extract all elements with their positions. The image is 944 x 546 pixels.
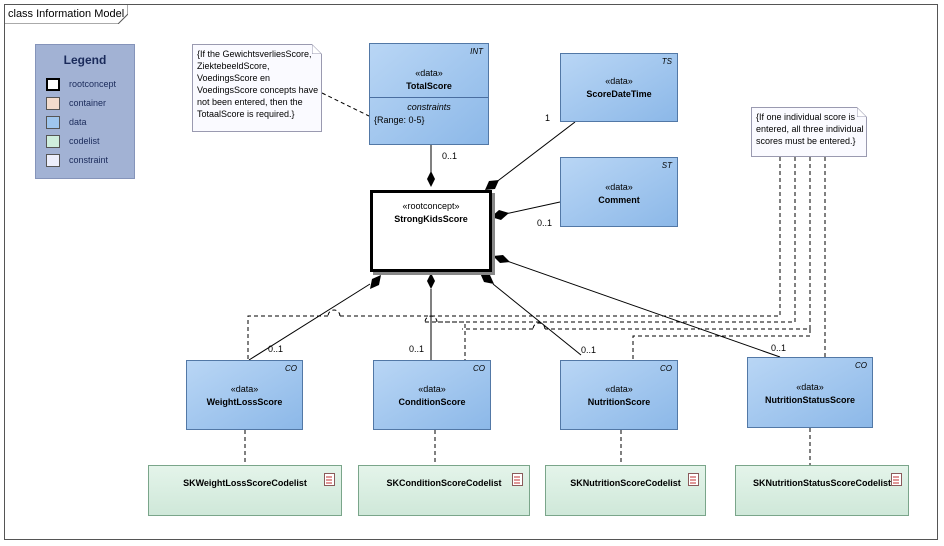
note-line: VoedingsScore en — [197, 73, 271, 83]
legend-label: data — [69, 117, 87, 127]
diamond-condition — [427, 273, 435, 289]
edge-weight — [248, 283, 371, 361]
codelist-condition[interactable]: SKConditionScoreCodelist — [358, 465, 530, 516]
note-line: {If one individual score is — [756, 112, 856, 122]
edge-nutrition — [492, 283, 582, 356]
constraint-note-totalscore[interactable]: {If the GewichtsverliesScore, Ziektebeel… — [192, 44, 322, 132]
codelist-document-icon — [891, 473, 902, 486]
class-weightlossscore[interactable]: CO «data» WeightLossScore — [186, 360, 303, 430]
legend-label: rootconcept — [69, 79, 117, 89]
note-line: scores must be entered.} — [756, 136, 856, 146]
legend-title: Legend — [63, 53, 107, 67]
note-fold-icon — [312, 44, 322, 54]
type-tag: CO — [660, 364, 672, 373]
stereotype-label: «data» — [796, 382, 824, 392]
legend: Legend rootconcept container data codeli… — [35, 44, 135, 179]
note-line: not been entered, then the — [197, 97, 303, 107]
stereotype-label: «data» — [418, 384, 446, 394]
type-tag: CO — [855, 361, 867, 370]
type-tag: ST — [661, 161, 672, 170]
class-conditionscore[interactable]: CO «data» ConditionScore — [373, 360, 491, 430]
legend-swatch-rootconcept — [46, 78, 60, 91]
frame-title-tab — [4, 4, 128, 24]
note-line: ZiektebeeldScore, — [197, 61, 270, 71]
stereotype-label: «data» — [605, 76, 633, 86]
legend-label: codelist — [69, 136, 100, 146]
diamond-nutrition — [480, 273, 494, 284]
edge-datetime — [494, 121, 576, 184]
class-name: ScoreDateTime — [586, 89, 652, 99]
codelist-document-icon — [324, 473, 335, 486]
legend-label: constraint — [69, 155, 109, 165]
stereotype-label: «data» — [605, 384, 633, 394]
diagram-frame — [4, 4, 938, 540]
class-name: TotalScore — [406, 81, 452, 91]
legend-swatch-constraint — [46, 154, 60, 167]
class-name: NutritionScore — [587, 397, 651, 407]
legend-swatch-data — [46, 116, 60, 129]
diamond-status — [493, 255, 510, 263]
note-line: VoedingsScore concepts have — [197, 85, 319, 95]
compartment-divider — [370, 97, 488, 98]
class-nutritionstatusscore[interactable]: CO «data» NutritionStatusScore — [747, 357, 873, 428]
class-name: Comment — [598, 195, 640, 205]
frame-title: class Information Model — [8, 8, 125, 20]
codelist-document-icon — [512, 473, 523, 486]
diamond-weight — [370, 275, 381, 289]
constraints-heading: constraints — [407, 102, 451, 112]
note-line: TotaalScore is required.} — [197, 109, 295, 119]
legend-label: container — [69, 98, 107, 108]
class-name: NutritionStatusScore — [764, 395, 855, 405]
multiplicity-condition: 0..1 — [409, 344, 425, 354]
class-name: ConditionScore — [398, 397, 466, 407]
codelist-name: SKWeightLossScoreCodelist — [183, 478, 307, 488]
codelist-nutrition[interactable]: SKNutritionScoreCodelist — [545, 465, 706, 516]
edge-comment — [504, 201, 561, 215]
constraint-note-individual-scores[interactable]: {If one individual score is entered, all… — [751, 107, 867, 157]
frame-tab-shape — [4, 4, 128, 24]
note-line: {If the GewichtsverliesScore, — [197, 49, 312, 59]
constraint-range: {Range: 0-5} — [374, 115, 425, 125]
codelist-name: SKNutritionStatusScoreCodelist — [752, 478, 891, 488]
multiplicity-total: 0..1 — [442, 151, 458, 161]
type-tag: INT — [470, 47, 483, 56]
class-name: WeightLossScore — [206, 397, 283, 407]
stereotype-label: «rootconcept» — [402, 201, 460, 211]
note-right-links — [247, 157, 826, 360]
codelist-weightloss[interactable]: SKWeightLossScoreCodelist — [148, 465, 342, 516]
note-fold-icon — [857, 107, 867, 117]
note-line: entered, all three individual — [756, 124, 864, 134]
edge-status — [506, 260, 781, 358]
type-tag: TS — [661, 57, 672, 66]
diamond-comment — [491, 210, 509, 220]
codelist-document-icon — [688, 473, 699, 486]
codelist-name: SKConditionScoreCodelist — [386, 478, 502, 488]
type-tag: CO — [285, 364, 297, 373]
class-totalscore[interactable]: INT «data» TotalScore constraints {Range… — [369, 43, 489, 145]
class-comment[interactable]: ST «data» Comment — [560, 157, 678, 227]
codelist-nutritionstatus[interactable]: SKNutritionStatusScoreCodelist — [735, 465, 909, 516]
stereotype-label: «data» — [415, 68, 443, 78]
multiplicity-nutrition: 0..1 — [581, 345, 597, 355]
diamond-datetime — [485, 180, 499, 190]
codelist-name: SKNutritionScoreCodelist — [570, 478, 681, 488]
class-scoredatetime[interactable]: TS «data» ScoreDateTime — [560, 53, 678, 122]
diamond-total — [427, 171, 435, 187]
type-tag: CO — [473, 364, 485, 373]
note-left-link — [321, 92, 370, 117]
multiplicity-weight: 0..1 — [268, 344, 284, 354]
stereotype-label: «data» — [230, 384, 259, 394]
class-strongkidsscore[interactable]: «rootconcept» StrongKidsScore — [370, 190, 492, 272]
legend-swatch-container — [46, 97, 60, 110]
multiplicity-datetime: 1 — [545, 113, 551, 123]
multiplicity-status: 0..1 — [771, 343, 787, 353]
stereotype-label: «data» — [605, 182, 633, 192]
multiplicity-comment: 0..1 — [537, 218, 553, 228]
class-nutritionscore[interactable]: CO «data» NutritionScore — [560, 360, 678, 430]
legend-swatch-codelist — [46, 135, 60, 148]
class-name: StrongKidsScore — [394, 214, 468, 224]
